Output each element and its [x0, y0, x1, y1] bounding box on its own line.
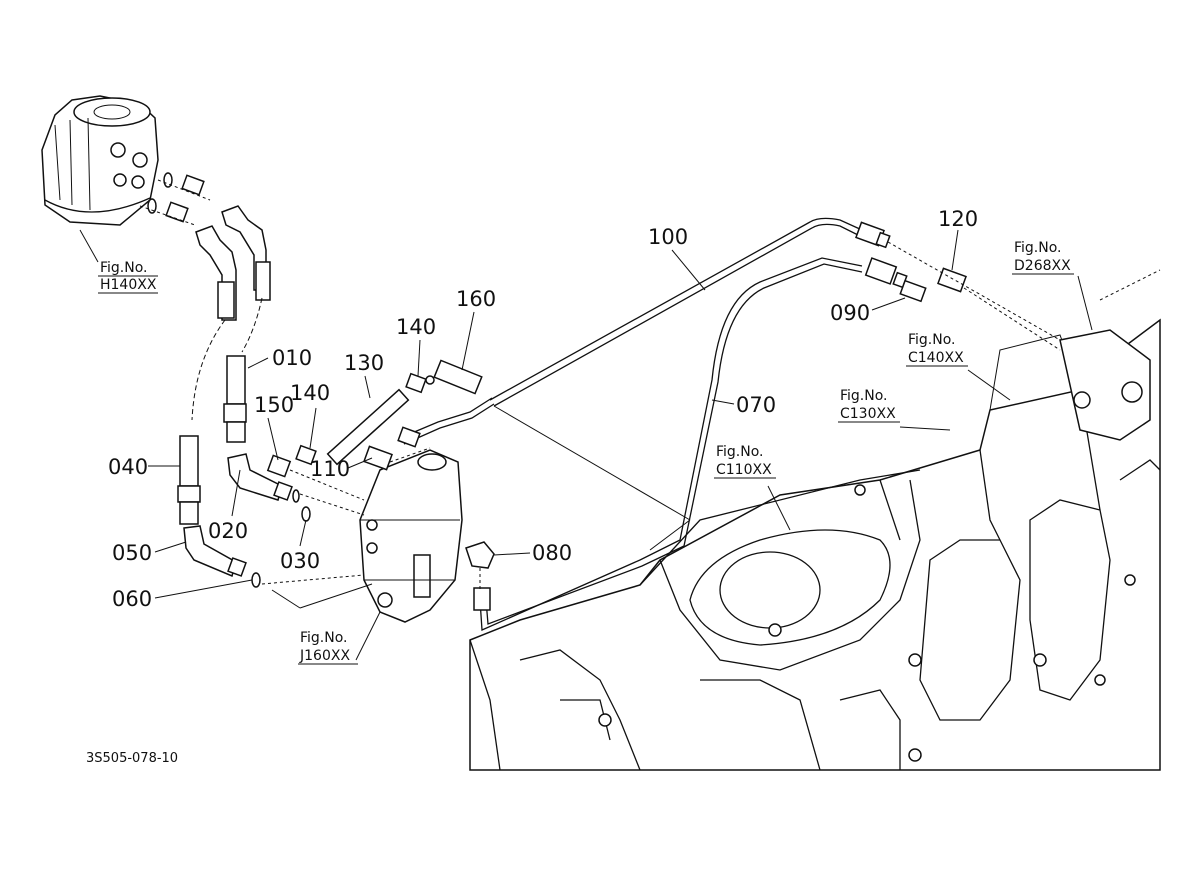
- leader-lines: [148, 229, 1093, 661]
- fitting-140-lower: [295, 444, 317, 466]
- fig-ref-label: Fig.No.: [1014, 240, 1062, 256]
- pipe-070: [479, 257, 863, 631]
- callout-160: 160: [456, 287, 496, 311]
- steering-fittings: [139, 172, 211, 226]
- callout-100: 100: [648, 225, 688, 249]
- callout-040: 040: [108, 455, 148, 479]
- fitting-140-upper: [405, 372, 435, 394]
- tube-130: [326, 388, 410, 466]
- callout-050: 050: [112, 541, 152, 565]
- valve-block: [359, 449, 463, 623]
- o-ring-060: [251, 572, 261, 588]
- callout-110: 110: [310, 457, 350, 481]
- fig-ref-code: C130XX: [840, 406, 896, 422]
- fig-ref-code: J160XX: [299, 648, 350, 664]
- callout-090: 090: [830, 301, 870, 325]
- hose-040: [177, 435, 201, 525]
- pipe-160: [399, 359, 495, 445]
- callout-070: 070: [736, 393, 776, 417]
- transmission-housing: [469, 269, 1161, 771]
- callout-150: 150: [254, 393, 294, 417]
- fig-ref-c110: Fig.No. C110XX: [714, 444, 776, 479]
- fig-ref-d268: Fig.No. D268XX: [1012, 240, 1074, 275]
- fig-ref-code: H140XX: [100, 277, 157, 293]
- fig-ref-label: Fig.No.: [300, 630, 348, 646]
- fig-ref-c140: Fig.No. C140XX: [906, 332, 968, 367]
- fig-ref-label: Fig.No.: [100, 260, 148, 276]
- callout-140-upper: 140: [396, 315, 436, 339]
- fig-ref-h140: Fig.No. H140XX: [98, 260, 158, 294]
- adapter-120: [937, 267, 967, 293]
- callout-130: 130: [344, 351, 384, 375]
- fig-ref-label: Fig.No.: [716, 444, 764, 460]
- pipe-100: [489, 217, 863, 407]
- drawing-code: 3S505-078-10: [86, 751, 178, 766]
- fig-ref-j160: Fig.No. J160XX: [298, 630, 358, 665]
- fig-ref-code: C110XX: [716, 462, 772, 478]
- figure-refs: Fig.No. H140XX Fig.No. D268XX Fig.No. C1…: [98, 240, 1074, 665]
- callout-020: 020: [208, 519, 248, 543]
- fitting-150: [266, 454, 292, 478]
- fig-ref-label: Fig.No.: [908, 332, 956, 348]
- fig-ref-code: C140XX: [908, 350, 964, 366]
- fig-ref-label: Fig.No.: [840, 388, 888, 404]
- steering-unit: [41, 95, 159, 226]
- callout-140-lower: 140: [290, 381, 330, 405]
- callout-060: 060: [112, 587, 152, 611]
- fitting-100-end: [855, 221, 891, 249]
- elbow-050: [183, 525, 247, 578]
- callout-010: 010: [272, 346, 312, 370]
- callout-120: 120: [938, 207, 978, 231]
- fig-ref-code: D268XX: [1014, 258, 1071, 274]
- callout-080: 080: [532, 541, 572, 565]
- elbow-020: [227, 453, 300, 503]
- fitting-070-end: [864, 257, 908, 289]
- fig-ref-c130: Fig.No. C130XX: [838, 388, 900, 423]
- callout-030: 030: [280, 549, 320, 573]
- tee-110: [363, 426, 421, 471]
- callout-labels: 010 020 030 040 050 060 070 080 090 100 …: [108, 207, 978, 611]
- hose-010: [223, 355, 247, 443]
- adapter-090: [899, 279, 927, 303]
- o-ring-030: [301, 506, 311, 522]
- elbow-080: [465, 541, 495, 611]
- steering-hoses: [195, 205, 271, 321]
